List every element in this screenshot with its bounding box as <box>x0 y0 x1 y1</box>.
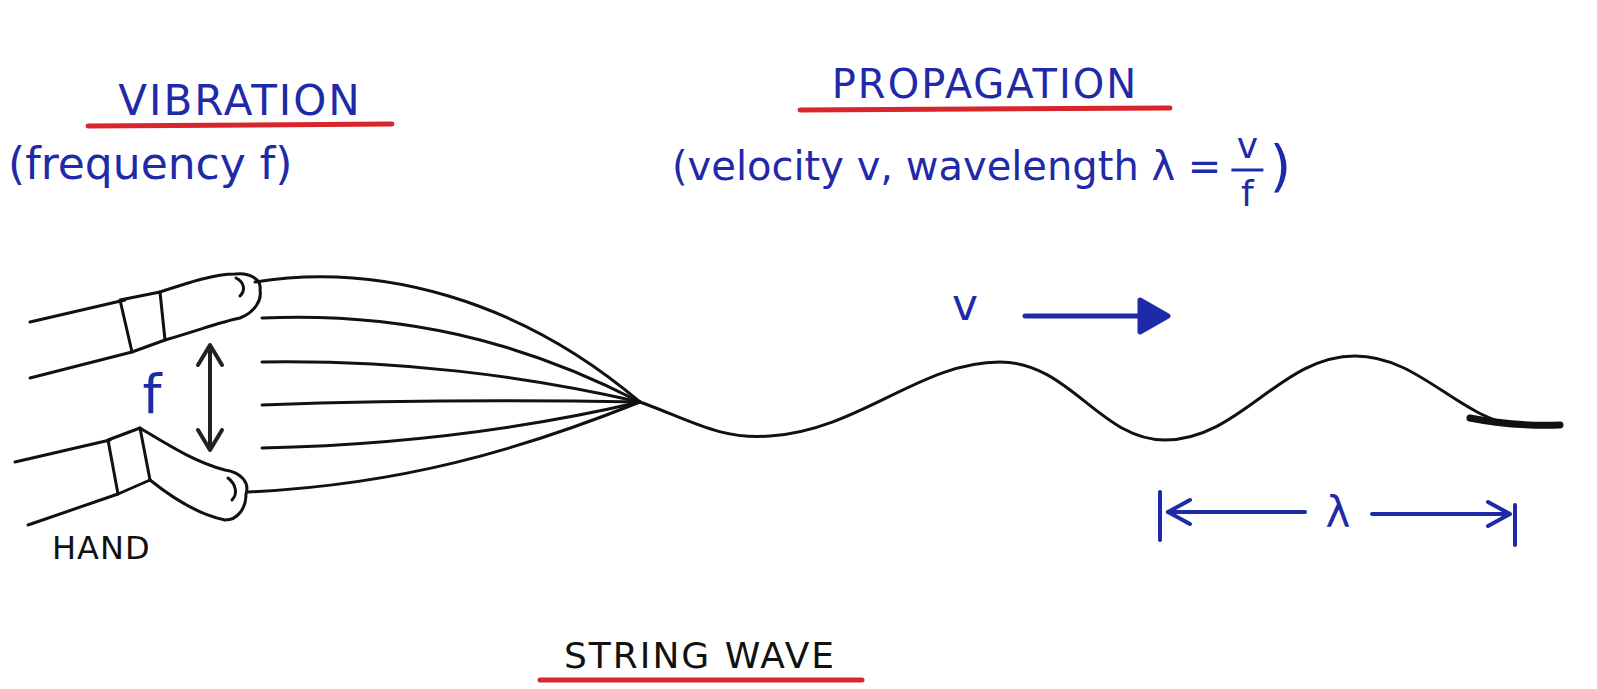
hand-fist <box>140 428 247 520</box>
string-position <box>262 401 640 405</box>
hand-thumb <box>228 478 235 500</box>
vibration-arrow <box>208 350 212 445</box>
velocity-symbol: v <box>952 283 978 327</box>
arm-line <box>30 352 132 378</box>
hand-thumb <box>236 278 243 296</box>
wavelength-arrow <box>1372 512 1508 516</box>
fraction-bar <box>1231 169 1263 172</box>
hand-fist <box>160 274 260 340</box>
hand-cuff <box>120 292 165 352</box>
underline <box>88 124 392 126</box>
part-name: HAND <box>52 532 151 564</box>
string-position <box>248 402 640 492</box>
arm-line <box>28 494 118 525</box>
heading-note: (frequency f) <box>8 142 293 186</box>
section-heading: PROPAGATION <box>832 64 1139 104</box>
heading-note: (velocity v, wavelength λ = <box>672 146 1221 186</box>
fraction-numerator: v <box>1237 128 1258 164</box>
arrowhead <box>1140 300 1168 332</box>
arm-line <box>15 440 110 462</box>
wavelength-symbol: λ <box>1326 492 1351 534</box>
caption: STRING WAVE <box>564 638 836 674</box>
section-heading: VIBRATION <box>118 80 361 122</box>
paren: ) <box>1269 138 1291 194</box>
string-position <box>262 362 640 402</box>
fraction-denominator: f <box>1241 176 1254 212</box>
string-position <box>255 277 640 402</box>
arrowhead <box>1168 500 1190 524</box>
bracket-tick <box>1158 492 1162 540</box>
arrowhead <box>198 345 222 365</box>
arrowhead <box>198 430 222 450</box>
hand-cuff <box>108 428 150 494</box>
underline <box>800 108 1170 110</box>
underline <box>540 678 862 683</box>
wavelength-arrow <box>1168 510 1305 514</box>
arrowhead <box>1488 502 1510 526</box>
arm-line <box>30 300 125 322</box>
frequency-symbol: f <box>142 368 161 422</box>
string-end <box>1470 418 1560 425</box>
bracket-tick <box>1513 505 1517 545</box>
string-position <box>262 317 640 402</box>
string-wave <box>640 356 1560 440</box>
